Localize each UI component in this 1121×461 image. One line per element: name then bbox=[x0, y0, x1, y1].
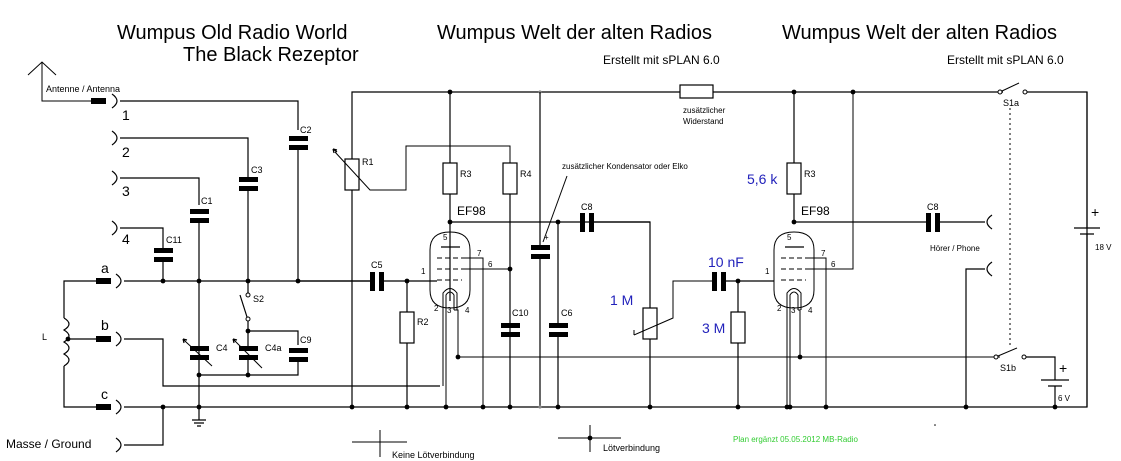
s2-label[interactable]: S2 bbox=[253, 294, 264, 304]
legend-no-joint-label: Keine Lötverbindung bbox=[392, 450, 475, 460]
extra-capacitor-note: zusätzlicher Kondensator oder Elko bbox=[562, 162, 688, 171]
pot-value: 1 M bbox=[610, 292, 633, 308]
jack-b[interactable] bbox=[115, 331, 122, 347]
tube2-icon bbox=[773, 231, 815, 310]
phones-label: Hörer / Phone bbox=[930, 244, 980, 253]
r1-potentiometer bbox=[344, 158, 360, 191]
phone-jack-1[interactable] bbox=[986, 214, 993, 230]
volume-potentiometer[interactable] bbox=[642, 307, 658, 340]
r2 bbox=[399, 311, 415, 344]
extra-resistor-note-2: Widerstand bbox=[683, 117, 723, 126]
tube1-icon bbox=[429, 231, 471, 310]
tube2-pin-7: 7 bbox=[821, 249, 826, 258]
tube1-pin-4: 4 bbox=[465, 306, 470, 315]
jack-4[interactable] bbox=[111, 220, 118, 236]
revision-note: Plan ergänzt 05.05.2012 MB-Radio bbox=[733, 435, 859, 444]
tube1-pin-2: 2 bbox=[434, 304, 439, 313]
title-german-center: Wumpus Welt der alten Radios bbox=[437, 22, 712, 44]
s1a-label[interactable]: S1a bbox=[1003, 98, 1019, 108]
r3-stage1-label: R3 bbox=[460, 169, 472, 179]
legend-joint-icon bbox=[558, 425, 621, 452]
tube2-pin-4: 4 bbox=[808, 306, 813, 315]
battery-18v-plus: + bbox=[1091, 204, 1099, 220]
c6-label: C6 bbox=[561, 308, 573, 318]
title-english: Wumpus Old Radio World bbox=[117, 22, 347, 44]
tap-label-4: 4 bbox=[122, 231, 130, 247]
extra-resistor-note-1: zusätzlicher bbox=[683, 106, 726, 115]
battery-6v-icon bbox=[1041, 379, 1069, 407]
tap-label-2: 2 bbox=[122, 144, 130, 160]
tube1-pin-3: 3 bbox=[447, 306, 452, 315]
tube2-pin-1: 1 bbox=[765, 267, 770, 276]
c11-label: C11 bbox=[166, 235, 182, 245]
splan-credit-center: Erstellt mit sPLAN 6.0 bbox=[603, 53, 720, 67]
jack-c[interactable] bbox=[115, 399, 122, 415]
grid-resistor-value: 3 M bbox=[702, 320, 725, 336]
battery-18v-icon bbox=[1074, 92, 1100, 407]
tube1-pin-6: 6 bbox=[488, 260, 493, 269]
battery-6v-plus: + bbox=[1059, 360, 1067, 376]
c5-label: C5 bbox=[371, 260, 383, 270]
title-german-right: Wumpus Welt der alten Radios bbox=[782, 22, 1057, 44]
tube1-pin-1: 1 bbox=[421, 267, 426, 276]
r3-stage2-label: R3 bbox=[804, 169, 816, 179]
antenna-icon bbox=[27, 61, 92, 102]
battery-18v-label: 18 V bbox=[1095, 243, 1112, 252]
r4-label: R4 bbox=[520, 169, 532, 179]
jack-a[interactable] bbox=[115, 273, 122, 289]
ground-jack[interactable] bbox=[115, 437, 122, 453]
tube2-label: EF98 bbox=[801, 204, 830, 218]
c10-label: C10 bbox=[512, 308, 529, 318]
r1-label: R1 bbox=[362, 157, 374, 167]
battery-6v-label: 6 V bbox=[1058, 394, 1071, 403]
c8-stage2-label: C8 bbox=[927, 202, 939, 212]
c2-label: C2 bbox=[300, 125, 312, 135]
tube2-pin-2: 2 bbox=[777, 304, 782, 313]
tube2-pin-3: 3 bbox=[791, 306, 796, 315]
ground-icon bbox=[192, 407, 206, 427]
tube1-label: EF98 bbox=[457, 204, 486, 218]
c4-label: C4 bbox=[216, 343, 228, 353]
extra-resistor bbox=[679, 84, 714, 99]
c3-label: C3 bbox=[251, 165, 263, 175]
tube1-pin-7: 7 bbox=[477, 249, 482, 258]
jack-3[interactable] bbox=[111, 170, 118, 186]
legend-joint-label: Lötverbindung bbox=[603, 443, 660, 453]
c9-label: C9 bbox=[300, 335, 312, 345]
tube1-pin-5: 5 bbox=[443, 233, 448, 242]
r3-value: 5,6 k bbox=[747, 171, 778, 187]
tube2-pin-6: 6 bbox=[831, 260, 836, 269]
tube2-pin-5: 5 bbox=[787, 233, 792, 242]
ground-label: Masse / Ground bbox=[6, 437, 91, 451]
coil-icon bbox=[62, 317, 70, 367]
tap-label-c: c bbox=[101, 386, 108, 402]
c4a-variable-arrow bbox=[235, 341, 263, 369]
tap-label-3: 3 bbox=[122, 183, 130, 199]
antenna-plug bbox=[91, 98, 106, 104]
phone-jack-2[interactable] bbox=[986, 261, 993, 277]
tap-label-b: b bbox=[101, 317, 109, 333]
grid-resistor-3m bbox=[730, 311, 746, 344]
legend-no-joint-icon bbox=[352, 430, 407, 457]
r2-label: R2 bbox=[417, 317, 429, 327]
coupling-cap-value: 10 nF bbox=[708, 254, 744, 270]
r4 bbox=[502, 162, 518, 195]
title-black-rezeptor: The Black Rezeptor bbox=[183, 44, 359, 66]
splan-credit-right: Erstellt mit sPLAN 6.0 bbox=[947, 53, 1064, 67]
tap-label-1: 1 bbox=[122, 107, 130, 123]
jack-2[interactable] bbox=[111, 130, 118, 146]
extra-cap-plus: + bbox=[544, 233, 549, 242]
r3-stage2 bbox=[786, 162, 802, 195]
tap-label-a: a bbox=[101, 260, 109, 276]
jack-1[interactable] bbox=[111, 93, 118, 109]
coil-label: L bbox=[42, 332, 47, 342]
c4-variable-arrow bbox=[185, 341, 213, 367]
r3-stage1 bbox=[442, 162, 458, 195]
c4a-label: C4a bbox=[265, 343, 282, 353]
antenna-label: Antenne / Antenna bbox=[46, 84, 120, 94]
c1-label: C1 bbox=[201, 196, 213, 206]
s1b-label[interactable]: S1b bbox=[1000, 363, 1016, 373]
c8-stage1-label: C8 bbox=[581, 202, 593, 212]
